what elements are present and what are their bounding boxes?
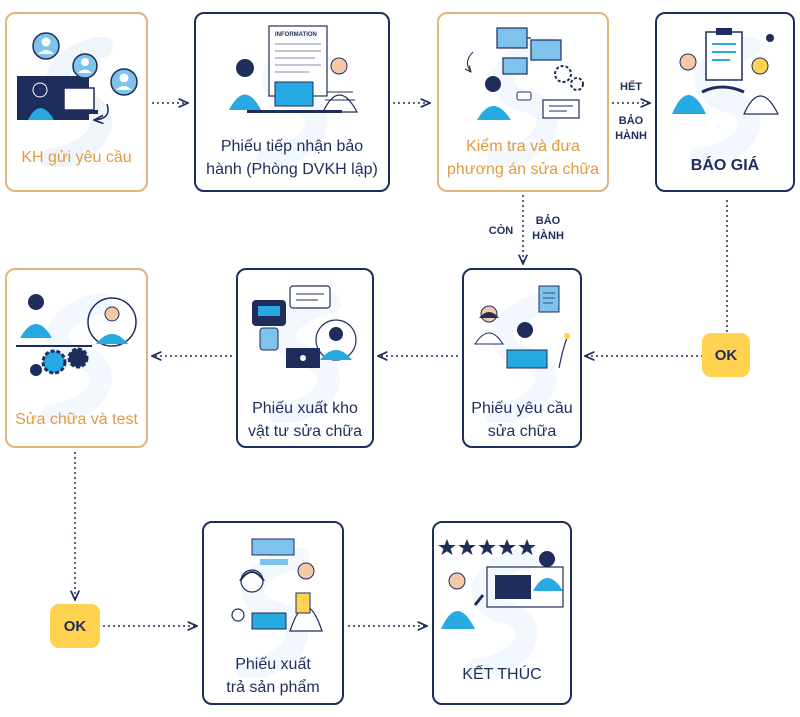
note-text: CÒN — [488, 225, 514, 237]
star-icon — [458, 539, 476, 555]
illustration-repair — [15, 294, 137, 376]
ok-badge-left: OK — [50, 604, 100, 648]
note-in-warranty: CÒN — [484, 224, 518, 239]
note-text: HÀNH — [615, 130, 647, 142]
card-label: Kiểm tra và đưa — [466, 138, 580, 155]
gear-icon — [41, 349, 66, 375]
card-label: hành (Phòng DVKH lập) — [206, 161, 378, 178]
note-text: HÀNH — [532, 230, 564, 242]
laptop-icon — [251, 612, 287, 630]
illustration-finish — [438, 539, 564, 629]
card-label: vật tư sửa chữa — [248, 423, 362, 440]
document-icon — [538, 285, 560, 313]
card-label: KẾT THÚC — [462, 666, 542, 683]
star-icon — [498, 539, 516, 555]
card-label: Phiếu yêu cầu — [471, 400, 573, 417]
card-label: BÁO GIÁ — [690, 157, 760, 174]
star-icon — [518, 539, 536, 555]
note-text: BẢO — [535, 215, 561, 227]
information-text: INFORMATION — [275, 32, 317, 38]
card-customer-request: KH gửi yêu cầu — [5, 12, 148, 192]
card-label: Phiếu tiếp nhận bảo — [220, 138, 364, 155]
card-label: KH gửi yêu cầu — [21, 149, 132, 166]
gear-icon — [570, 77, 584, 91]
laptop-icon — [495, 575, 531, 599]
card-label: phương án sửa chữa — [446, 161, 600, 178]
illustration-repair-request — [474, 285, 570, 369]
laptop-icon — [274, 81, 314, 107]
note-expired-warranty: HẾT — [612, 80, 650, 95]
user-icon — [231, 608, 245, 622]
card-label: Phiếu xuất kho — [252, 400, 358, 417]
clipboard-icon — [705, 31, 743, 81]
ok-badge-right: OK — [702, 333, 750, 377]
card-label: Sửa chữa và test — [15, 411, 138, 428]
card-stock-slip: Phiếu xuất kho vật tư sửa chữa — [236, 268, 374, 448]
card-label: Phiếu xuất — [235, 656, 311, 673]
illustration-warranty-receipt: INFORMATION — [229, 25, 358, 113]
star-icon — [478, 539, 496, 555]
card-quote: BÁO GIÁ — [655, 12, 795, 192]
laptop-icon — [506, 349, 548, 369]
card-finish: KẾT THÚC — [432, 521, 572, 705]
gear-icon — [67, 347, 88, 369]
gear-icon — [29, 364, 42, 376]
headset-person-icon — [539, 551, 555, 567]
illustration-stock — [252, 285, 357, 368]
note-text: BẢO — [618, 115, 644, 127]
illustration-return — [231, 538, 323, 632]
card-repair-request: Phiếu yêu cầu sửa chữa — [462, 268, 582, 448]
star-icon — [438, 539, 456, 555]
illustration-quote — [672, 28, 779, 115]
note-in-warranty-2: BẢO HÀNH — [528, 214, 568, 244]
card-warranty-receipt: INFORMATION Phiếu tiếp nhận bảo hành (Ph… — [194, 12, 390, 192]
watermark-logo — [466, 548, 538, 678]
gear-icon — [554, 65, 572, 83]
note-expired-warranty-2: BẢO HÀNH — [612, 114, 650, 144]
card-return-slip: Phiếu xuất trả sản phẩm — [202, 521, 344, 705]
laptop-icon — [542, 99, 580, 119]
card-repair-test: Sửa chữa và test — [5, 268, 148, 448]
card-label: trả sản phẩm — [226, 679, 320, 696]
card-label: sửa chữa — [487, 423, 557, 440]
illustration-customer-request — [16, 32, 138, 124]
card-inspect-plan: Kiểm tra và đưa phương án sửa chữa — [437, 12, 609, 192]
illustration-inspect — [453, 27, 584, 120]
note-text: HẾT — [620, 81, 642, 93]
chat-bubble-icon — [289, 285, 331, 309]
